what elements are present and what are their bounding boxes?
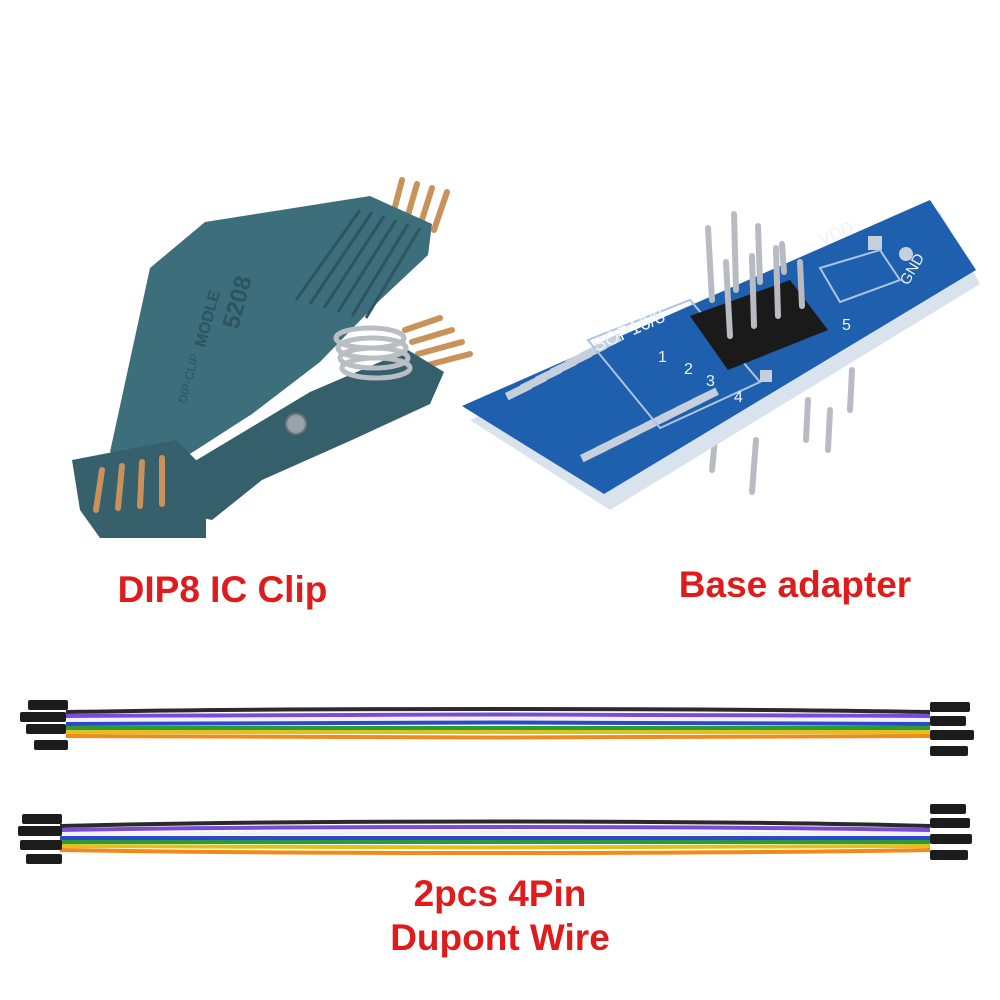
wire-2-strands: [59, 819, 931, 855]
pcb-pad-round: [899, 247, 913, 261]
clip-bottom-pins: [93, 455, 165, 513]
caption-dip8-ic-clip: DIP8 IC Clip: [117, 569, 328, 610]
pcb-label-pin-2: 2: [684, 361, 693, 378]
pcb-pads: [504, 236, 882, 463]
clip-grip-ridges: [294, 209, 422, 319]
pcb-label-pin-1: 1: [658, 349, 667, 366]
wire-2-right-connectors: [930, 804, 972, 860]
dupont-wire-2: [18, 804, 972, 864]
dip8-ic-clip: 5208 MODLE DIP-CLIP: [72, 177, 473, 538]
adapter-pin-header: [690, 211, 828, 370]
pcb-silkscreen-outline: [586, 248, 902, 430]
clip-pivot-pin: [285, 413, 307, 435]
caption-base-adapter: Base adapter: [678, 564, 912, 605]
dupont-wire-1: [20, 700, 974, 756]
clip-lower-jaw: [165, 350, 444, 520]
base-adapter-board: VDD GND SOP16/8 1 2 3 4 5: [462, 200, 980, 510]
wire-1-strands: [65, 707, 931, 740]
clip-spring: [333, 325, 413, 381]
clip-side-pins: [402, 315, 473, 369]
pcb-label-pin-5: 5: [842, 317, 851, 334]
wire-1-right-connectors: [930, 702, 974, 756]
wire-2-left-connectors: [18, 814, 62, 864]
pcb-label-pin-4: 4: [734, 389, 743, 406]
pcb-label-pin-3: 3: [706, 373, 715, 390]
caption-dupont-wire-line2: Dupont Wire: [390, 917, 610, 958]
caption-dupont-wire-line1: 2pcs 4Pin: [413, 873, 587, 914]
wire-1-left-connectors: [20, 700, 68, 750]
